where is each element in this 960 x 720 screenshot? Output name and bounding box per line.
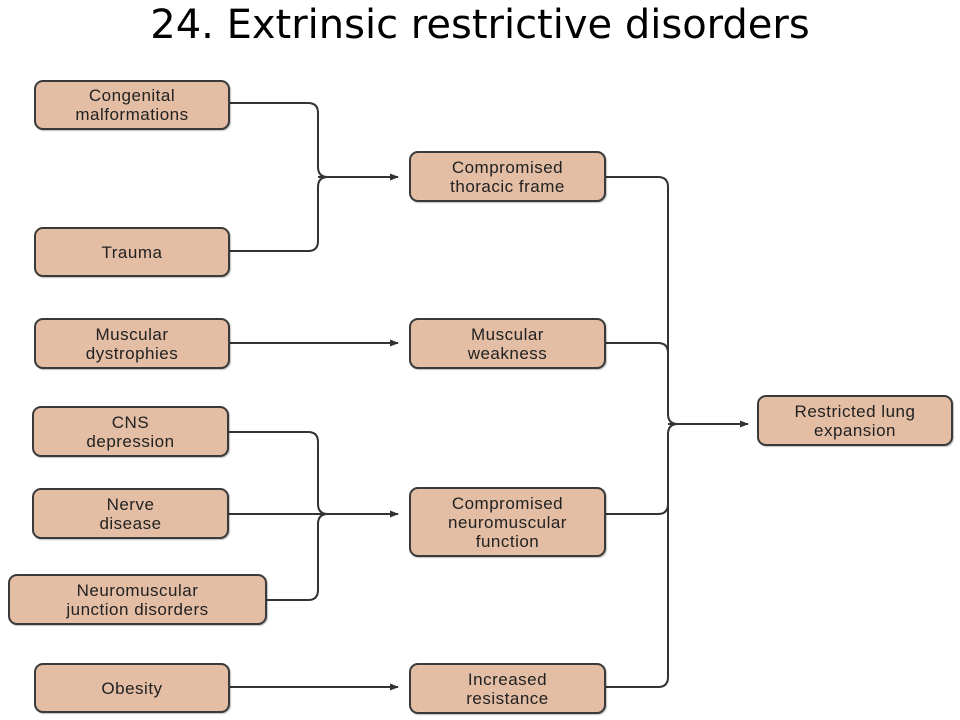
- edge-trauma: [229, 176, 329, 252]
- slide-title: 24. Extrinsic restrictive disorders: [150, 2, 810, 48]
- edge-neuromuscular-out: [605, 503, 669, 515]
- edge-congenital: [229, 102, 329, 178]
- edge-weakness-out: [605, 342, 669, 354]
- node-increased-resistance: Increased resistance: [409, 663, 606, 714]
- node-congenital-malformations: Congenital malformations: [34, 80, 230, 130]
- edge-thoracic-frame-out: [605, 176, 679, 425]
- node-nerve-disease: Nerve disease: [32, 488, 229, 539]
- node-trauma: Trauma: [34, 227, 230, 277]
- edge-nmj: [266, 513, 329, 601]
- node-obesity: Obesity: [34, 663, 230, 713]
- node-compromised-neuromuscular-function: Compromised neuromuscular function: [409, 487, 606, 557]
- node-muscular-weakness: Muscular weakness: [409, 318, 606, 369]
- node-muscular-dystrophies: Muscular dystrophies: [34, 318, 230, 369]
- node-cns-depression: CNS depression: [32, 406, 229, 457]
- edge-cns: [228, 431, 329, 515]
- node-restricted-lung-expansion: Restricted lung expansion: [757, 395, 953, 446]
- edge-resistance-out: [605, 423, 679, 688]
- node-neuromuscular-junction-disorders: Neuromuscular junction disorders: [8, 574, 267, 625]
- node-compromised-thoracic-frame: Compromised thoracic frame: [409, 151, 606, 202]
